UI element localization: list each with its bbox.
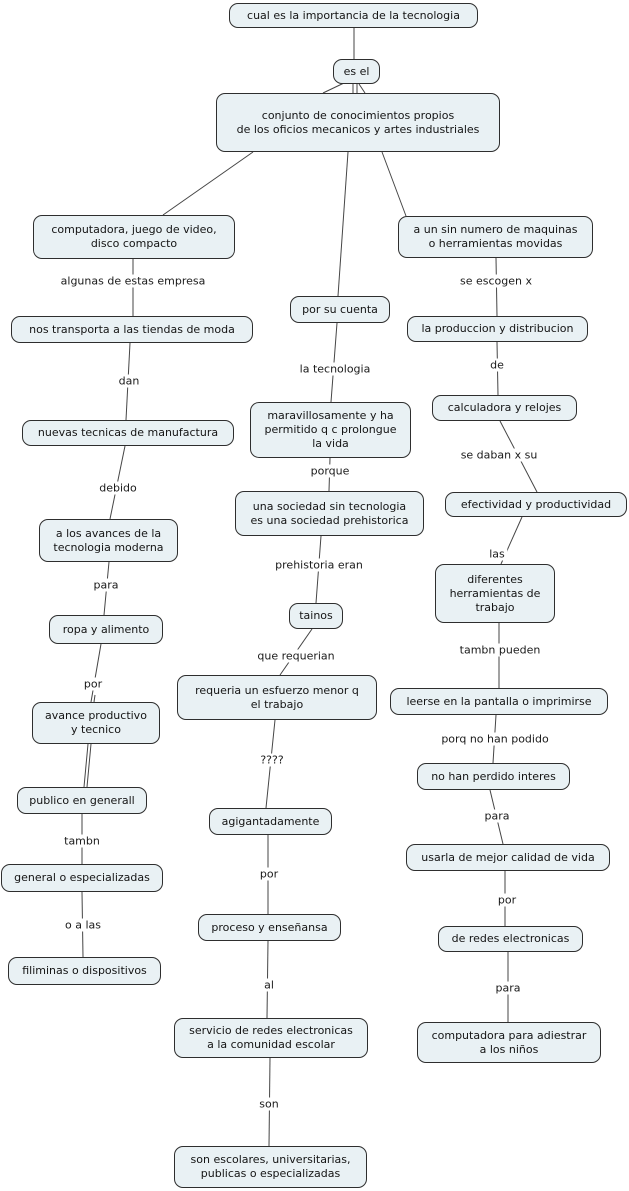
concept-node[interactable]: general o especializadas [1, 864, 163, 892]
concept-node[interactable]: una sociedad sin tecnologia es una socie… [235, 491, 424, 536]
link-label[interactable]: o a las [63, 918, 103, 932]
concept-node[interactable]: computadora, juego de video, disco compa… [33, 215, 235, 259]
concept-node[interactable]: la produccion y distribucion [407, 316, 588, 342]
concept-node[interactable]: a un sin numero de maquinas o herramient… [398, 216, 593, 258]
concept-node[interactable]: leerse en la pantalla o imprimirse [390, 688, 608, 715]
concept-node[interactable]: usarla de mejor calidad de vida [406, 844, 610, 871]
concept-node[interactable]: a los avances de la tecnologia moderna [39, 519, 178, 562]
link-label[interactable]: se daban x su [458, 448, 540, 462]
concept-node[interactable]: requeria un esfuerzo menor q el trabajo [177, 675, 377, 720]
concept-node[interactable]: publico en generall [17, 787, 147, 814]
link-label[interactable]: algunas de estas empresa [58, 274, 208, 288]
link-label[interactable]: porq no han podido [439, 732, 551, 746]
concept-node[interactable]: tainos [289, 603, 343, 629]
link-label[interactable]: por [257, 867, 281, 881]
concept-node[interactable]: de redes electronicas [438, 926, 583, 952]
concept-node[interactable]: cual es la importancia de la tecnologia [229, 3, 478, 28]
concept-node[interactable]: calculadora y relojes [432, 395, 577, 421]
concept-node[interactable]: nos transporta a las tiendas de moda [11, 316, 253, 343]
link-label[interactable]: tambn pueden [457, 643, 543, 657]
link-label[interactable]: tambn [62, 834, 102, 848]
concept-node[interactable]: son escolares, universitarias, publicas … [174, 1146, 367, 1188]
concept-node[interactable]: maravillosamente y ha permitido q c prol… [250, 402, 411, 458]
concept-node[interactable]: ropa y alimento [49, 615, 163, 644]
concept-node[interactable]: computadora para adiestrar a los niños [417, 1022, 601, 1063]
link-label[interactable]: para [91, 578, 121, 592]
link-label[interactable]: que requerian [255, 649, 337, 663]
concept-node[interactable]: agigantadamente [209, 808, 332, 835]
link-label[interactable]: debido [97, 481, 139, 495]
link-label[interactable]: las [487, 547, 507, 561]
concept-node[interactable]: servicio de redes electronicas a la comu… [174, 1018, 368, 1058]
link-label[interactable]: se escogen x [458, 274, 534, 288]
link-label[interactable]: la tecnologia [297, 362, 373, 376]
concept-node[interactable]: avance productivo y tecnico [32, 702, 160, 744]
concept-node[interactable]: diferentes herramientas de trabajo [435, 564, 555, 623]
link-label[interactable]: de [488, 358, 506, 372]
concept-node[interactable]: efectividad y productividad [445, 492, 627, 517]
link-label[interactable]: porque [308, 464, 352, 478]
concept-node[interactable]: por su cuenta [290, 296, 390, 323]
link-label[interactable]: para [493, 981, 523, 995]
link-label[interactable]: son [257, 1097, 281, 1111]
link-label[interactable]: para [482, 809, 512, 823]
link-label[interactable]: prehistoria eran [273, 558, 365, 572]
link-label[interactable]: por [81, 677, 105, 691]
concept-node[interactable]: conjunto de conocimientos propios de los… [216, 93, 500, 152]
link-label[interactable]: por [495, 893, 519, 907]
concept-node[interactable]: proceso y enseñansa [198, 914, 341, 941]
concept-node[interactable]: filiminas o dispositivos [8, 957, 161, 985]
concept-node[interactable]: es el [333, 59, 380, 84]
link-label[interactable]: dan [116, 374, 142, 388]
link-label[interactable]: ???? [258, 753, 286, 767]
concept-node[interactable]: nuevas tecnicas de manufactura [22, 420, 234, 446]
concept-node[interactable]: no han perdido interes [417, 763, 570, 790]
link-label[interactable]: al [262, 978, 276, 992]
